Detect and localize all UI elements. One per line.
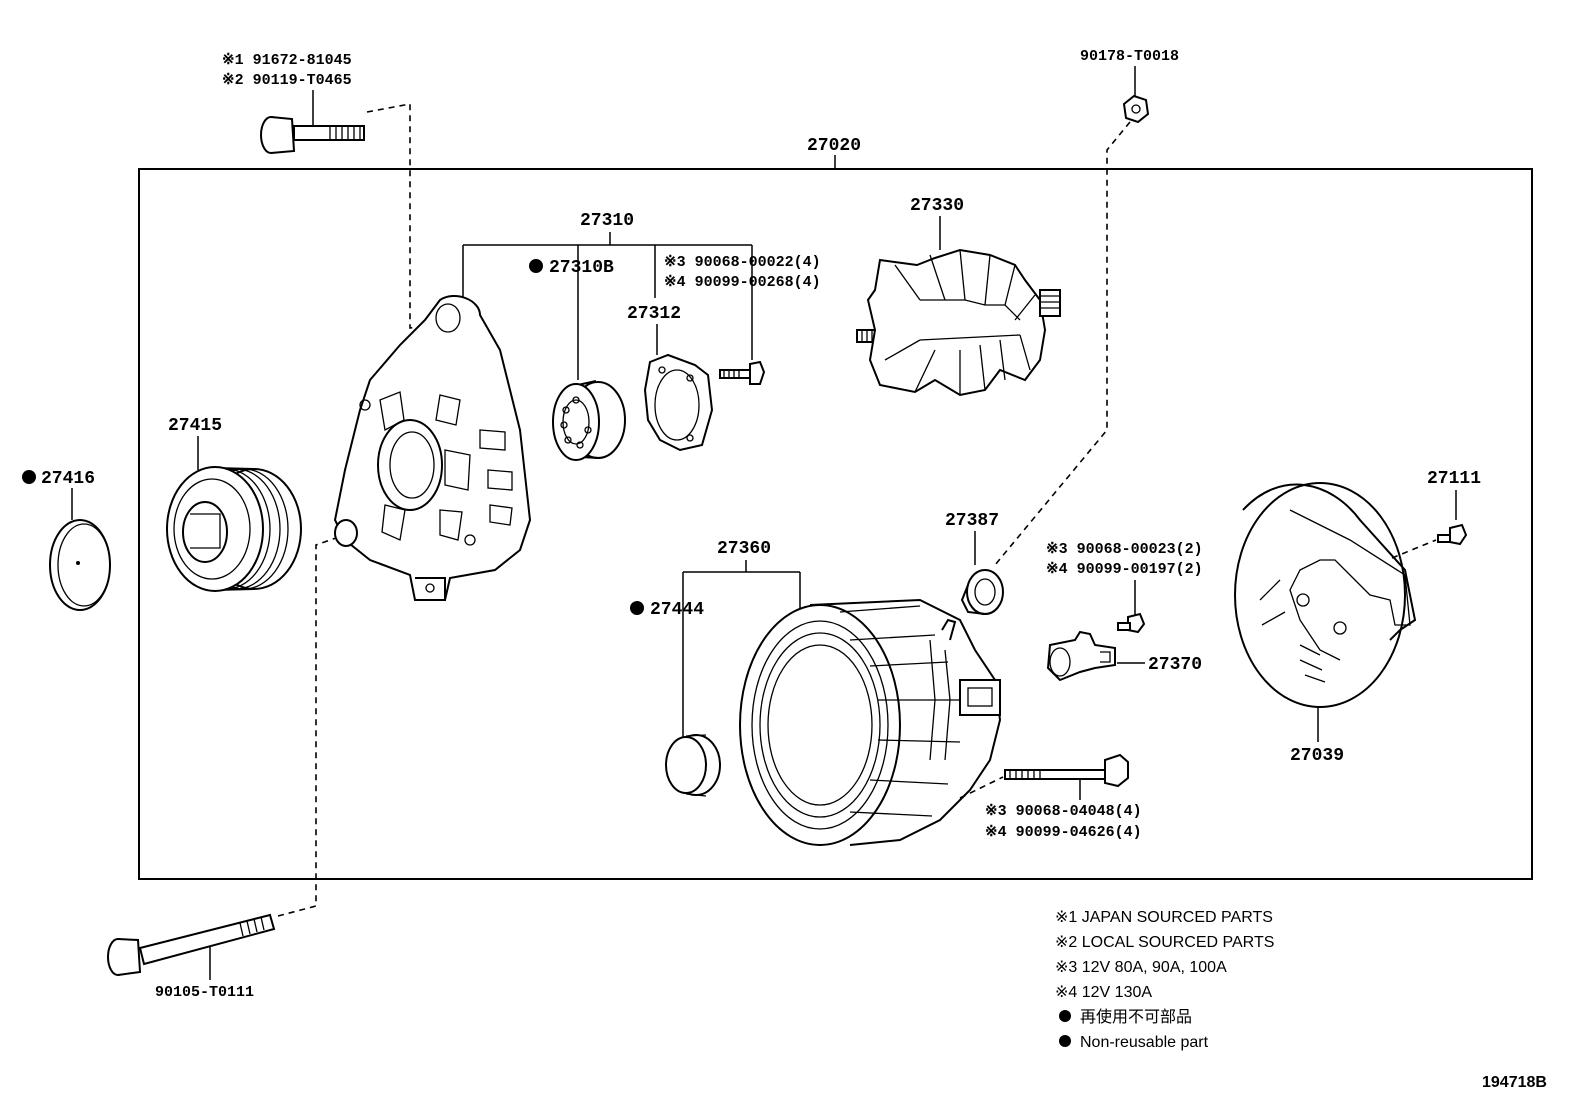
insulator-27387-icon [960,569,1004,615]
bolt-top-left-icon [260,116,365,154]
legend-item-5: 再使用不可部品 [1080,1008,1192,1026]
pulley-27415-icon [166,466,302,592]
bolt-bottom-dashed-path [277,537,337,917]
part-number-27312: 27312 [627,304,681,324]
legend-item-6: Non-reusable part [1080,1034,1209,1051]
long-bolt-dashed [959,776,1004,799]
screw-27111-dashed [1391,539,1437,559]
part-number-27039: 27039 [1290,746,1344,766]
nut-top-icon [1122,94,1150,124]
bracket-27310 [462,232,753,360]
legend-dot-jp [1059,1010,1071,1022]
screw-b-label-4: ※4 90099-00197(2) [1046,561,1203,578]
nonreusable-dot-27310b [529,259,543,273]
legend-item-1: ※1 JAPAN SOURCED PARTS [1055,909,1273,926]
screw-a-label-3: ※3 90068-00022(4) [664,254,821,271]
part-number-27330: 27330 [910,196,964,216]
nonreusable-dot-27416 [22,470,36,484]
part-number-27415: 27415 [168,416,222,436]
bearing-27310b-icon [552,380,626,461]
part-number-27416: 27416 [41,469,95,489]
bolt-top-label-1: ※1 91672-81045 [222,52,352,69]
long-bolt-label-3: ※3 90068-04048(4) [985,803,1142,820]
screw-a-label-4: ※4 90099-00268(4) [664,274,821,291]
bolt-bottom-left-icon [107,913,276,976]
part-number-27020: 27020 [807,136,861,156]
part-number-27360: 27360 [717,539,771,559]
regulator-27370-icon [1046,630,1116,682]
diagram-id: 194718B [1482,1074,1547,1091]
screw-b-icon [1117,612,1146,634]
legend-item-3: ※3 12V 80A, 90A, 100A [1055,959,1227,976]
screw-b-label-3: ※3 90068-00023(2) [1046,541,1203,558]
rotor-27330-icon [856,248,1061,397]
part-number-27310b: 27310B [549,258,614,278]
ring-27444-icon [665,734,721,797]
nonreusable-dot-27444 [630,601,644,615]
part-number-27111: 27111 [1427,469,1481,489]
screw-27111-icon [1437,523,1468,546]
cap-27416-icon [49,519,111,611]
legend: ※1 JAPAN SOURCED PARTS ※2 LOCAL SOURCED … [1055,909,1274,1051]
part-number-27444: 27444 [650,600,704,620]
part-number-27370: 27370 [1148,655,1202,675]
bracket-27360 [682,560,801,740]
drive-end-frame-icon [333,295,532,601]
long-bolt-label-4: ※4 90099-04626(4) [985,824,1142,841]
retainer-plate-27312-icon [643,353,714,452]
bolt-bottom-label: 90105-T0111 [155,984,254,1001]
long-bolt-icon [1004,753,1129,788]
part-number-27387: 27387 [945,511,999,531]
part-number-27310: 27310 [580,211,634,231]
nut-top-label: 90178-T0018 [1080,48,1179,65]
legend-dot-en [1059,1035,1071,1047]
nut-dashed-path [994,121,1131,566]
bolt-top-label-2: ※2 90119-T0465 [222,72,352,89]
rectifier-end-frame-icon [739,598,1002,846]
legend-item-2: ※2 LOCAL SOURCED PARTS [1055,934,1274,951]
screw-a-icon [719,360,766,385]
bolt-top-dashed-path [366,103,441,329]
legend-item-4: ※4 12V 130A [1055,984,1152,1001]
rear-cover-27039-icon [1234,482,1417,708]
